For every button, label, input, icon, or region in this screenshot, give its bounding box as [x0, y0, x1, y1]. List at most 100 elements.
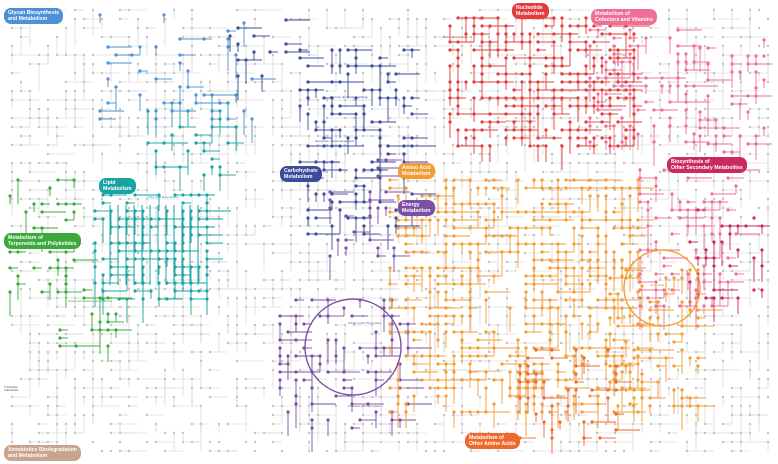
compound-node[interactable] — [442, 161, 446, 165]
pathway-compound-nucleotide[interactable] — [480, 64, 484, 68]
compound-node[interactable] — [721, 197, 725, 201]
compound-node[interactable] — [424, 188, 428, 192]
compound-node[interactable] — [334, 26, 338, 30]
compound-node[interactable] — [766, 44, 770, 48]
pathway-compound-terpenoids[interactable] — [56, 258, 60, 262]
compound-node[interactable] — [541, 107, 545, 111]
pathway-compound-nucleotide[interactable] — [544, 144, 548, 148]
compound-node[interactable] — [217, 44, 221, 48]
pathway-compound-nucleotide[interactable] — [480, 24, 484, 28]
compound-node[interactable] — [739, 188, 743, 192]
compound-node[interactable] — [496, 143, 500, 147]
pathway-compound-cofactors[interactable] — [612, 124, 616, 128]
compound-node[interactable] — [352, 395, 356, 399]
pathway-compound-cofactors[interactable] — [620, 60, 624, 64]
compound-node[interactable] — [190, 107, 194, 111]
pathway-compound-cofactors[interactable] — [726, 280, 730, 284]
compound-node[interactable] — [181, 143, 185, 147]
compound-node[interactable] — [397, 26, 401, 30]
compound-node[interactable] — [361, 440, 365, 444]
compound-node[interactable] — [478, 170, 482, 174]
pathway-compound-nucleotide[interactable] — [568, 48, 572, 52]
compound-node[interactable] — [154, 305, 158, 309]
compound-node[interactable] — [154, 233, 158, 237]
compound-node[interactable] — [199, 314, 203, 318]
compound-node[interactable] — [46, 188, 50, 192]
compound-node[interactable] — [73, 71, 77, 75]
compound-node[interactable] — [568, 422, 572, 426]
pathway-compound-nucleotide[interactable] — [536, 96, 540, 100]
compound-node[interactable] — [415, 296, 419, 300]
compound-node[interactable] — [172, 431, 176, 435]
compound-node[interactable] — [460, 170, 464, 174]
pathway-compound-nucleotide[interactable] — [536, 88, 540, 92]
compound-node[interactable] — [433, 422, 437, 426]
compound-node[interactable] — [217, 260, 221, 264]
compound-node[interactable] — [325, 89, 329, 93]
compound-node[interactable] — [64, 80, 68, 84]
compound-node[interactable] — [541, 116, 545, 120]
compound-node[interactable] — [73, 314, 77, 318]
compound-node[interactable] — [532, 233, 536, 237]
compound-node[interactable] — [442, 404, 446, 408]
compound-node[interactable] — [361, 17, 365, 21]
compound-node[interactable] — [271, 440, 275, 444]
pathway-compound-terpenoids[interactable] — [58, 328, 62, 332]
pathway-compound-cofactors[interactable] — [604, 92, 608, 96]
compound-node[interactable] — [235, 8, 239, 12]
compound-node[interactable] — [595, 350, 599, 354]
pathway-compound-nucleotide[interactable] — [488, 120, 492, 124]
compound-node[interactable] — [550, 116, 554, 120]
compound-node[interactable] — [82, 386, 86, 390]
compound-node[interactable] — [316, 260, 320, 264]
pathway-compound-nucleotide[interactable] — [480, 80, 484, 84]
pathway-compound-terpenoids[interactable] — [8, 290, 12, 294]
compound-node[interactable] — [145, 170, 149, 174]
compound-node[interactable] — [478, 395, 482, 399]
compound-node[interactable] — [370, 422, 374, 426]
pathway-compound-cofactors[interactable] — [596, 28, 600, 32]
pathway-compound-cofactors[interactable] — [684, 124, 688, 128]
compound-node[interactable] — [64, 107, 68, 111]
pathway-compound-lipid[interactable] — [194, 133, 198, 137]
compound-node[interactable] — [505, 296, 509, 300]
pathway-compound-nucleotide[interactable] — [632, 88, 636, 92]
compound-node[interactable] — [145, 80, 149, 84]
compound-node[interactable] — [307, 404, 311, 408]
compound-node[interactable] — [280, 341, 284, 345]
compound-node[interactable] — [82, 26, 86, 30]
compound-node[interactable] — [55, 278, 59, 282]
pathway-compound-cofactors[interactable] — [734, 184, 738, 188]
compound-node[interactable] — [253, 449, 257, 453]
compound-node[interactable] — [10, 161, 14, 165]
compound-node[interactable] — [766, 278, 770, 282]
compound-node[interactable] — [739, 260, 743, 264]
compound-node[interactable] — [136, 323, 140, 327]
pathway-compound-cofactors[interactable] — [646, 200, 650, 204]
compound-node[interactable] — [64, 368, 68, 372]
pathway-compound-lipid[interactable] — [101, 289, 105, 293]
compound-node[interactable] — [361, 395, 365, 399]
compound-node[interactable] — [181, 332, 185, 336]
pathway-compound-cofactors[interactable] — [686, 176, 690, 180]
compound-node[interactable] — [442, 269, 446, 273]
compound-node[interactable] — [280, 125, 284, 129]
pathway-compound-nucleotide[interactable] — [568, 128, 572, 132]
pathway-compound-nucleotide[interactable] — [536, 32, 540, 36]
compound-node[interactable] — [694, 26, 698, 30]
compound-node[interactable] — [451, 152, 455, 156]
compound-node[interactable] — [694, 278, 698, 282]
compound-node[interactable] — [361, 431, 365, 435]
pathway-compound-nucleotide[interactable] — [568, 136, 572, 140]
pathway-compound-nucleotide[interactable] — [496, 120, 500, 124]
compound-node[interactable] — [127, 233, 131, 237]
compound-node[interactable] — [190, 44, 194, 48]
pathway-compound-cofactors[interactable] — [596, 100, 600, 104]
compound-node[interactable] — [406, 89, 410, 93]
compound-node[interactable] — [496, 8, 500, 12]
compound-node[interactable] — [118, 143, 122, 147]
compound-node[interactable] — [91, 305, 95, 309]
compound-node[interactable] — [514, 80, 518, 84]
pathway-compound-nucleotide[interactable] — [576, 72, 580, 76]
compound-node[interactable] — [244, 125, 248, 129]
